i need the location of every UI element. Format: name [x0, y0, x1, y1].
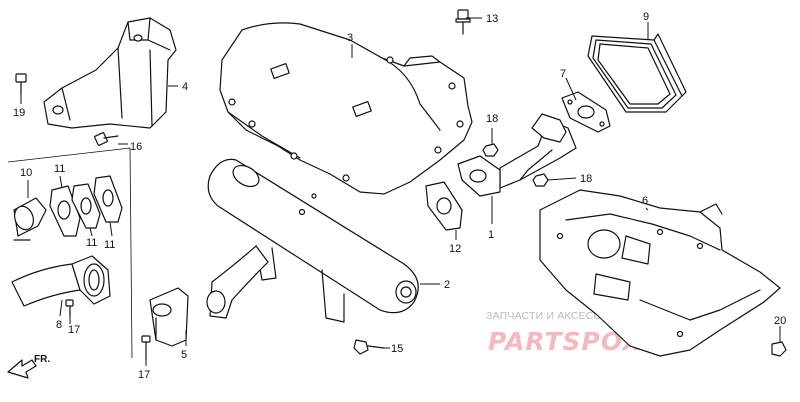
part-13-gasket[interactable]	[425, 181, 463, 231]
part-20-bolt[interactable]	[771, 341, 787, 357]
callout-5: 5	[181, 349, 187, 361]
part-10-collar[interactable]	[11, 197, 47, 241]
callout-17-right: 17	[138, 369, 150, 381]
callout-13: 12	[449, 243, 461, 255]
callouts: 13 3 9 7 4 19 16 18 18 1 6 12 2 10 11 11	[13, 11, 786, 381]
part-3-heat-shield[interactable]	[219, 22, 473, 195]
part-18-nut-upper[interactable]	[482, 143, 499, 157]
front-direction-marker: FR.	[7, 354, 50, 379]
callout-11-b: 11	[104, 239, 115, 251]
part-5-pipe-joint[interactable]	[149, 287, 189, 347]
callout-1: 1	[488, 229, 494, 241]
callout-3: 3	[347, 32, 353, 44]
callout-18-upper: 18	[486, 113, 498, 125]
callout-4: 4	[182, 81, 188, 93]
part-14-bolt[interactable]	[455, 9, 471, 35]
callout-18-right: 18	[580, 173, 592, 185]
part-16-bolt[interactable]	[94, 132, 119, 146]
part-1-exhaust-pipe[interactable]	[457, 113, 577, 197]
callout-10: 10	[20, 167, 32, 179]
part-7-flange-gasket[interactable]	[561, 91, 611, 133]
callout-12: 11	[86, 237, 97, 249]
part-19-bolt[interactable]	[15, 73, 27, 95]
callout-11-a: 11	[54, 163, 65, 175]
callout-17-left: 17	[68, 324, 80, 336]
callout-9: 9	[643, 11, 649, 23]
left-group-divider	[7, 147, 133, 359]
part-17-bolt-left[interactable]	[65, 299, 74, 317]
callout-16: 16	[130, 141, 142, 153]
part-17-bolt-right[interactable]	[141, 335, 151, 361]
callout-14: 13	[486, 13, 498, 25]
part-6-lower-heat-guard[interactable]	[539, 189, 781, 357]
part-8-exhaust-elbow[interactable]	[11, 255, 111, 307]
part-11-gasket-b[interactable]	[93, 175, 123, 223]
callout-7: 7	[560, 68, 566, 80]
part-4-side-bracket[interactable]	[43, 17, 177, 129]
callout-19: 19	[13, 107, 25, 119]
callout-8: 8	[56, 319, 62, 331]
callout-20: 20	[774, 315, 786, 327]
part-15-bolt[interactable]	[353, 339, 385, 355]
part-9-rectangular-seal[interactable]	[587, 33, 687, 113]
callout-15: 15	[391, 343, 403, 355]
callout-6: 6	[642, 195, 648, 207]
callout-2: 2	[444, 279, 450, 291]
front-direction-label: FR.	[34, 354, 50, 365]
part-12-gasket[interactable]	[71, 183, 101, 229]
part-18-nut-right[interactable]	[532, 173, 549, 187]
part-2-muffler[interactable]	[206, 158, 419, 323]
